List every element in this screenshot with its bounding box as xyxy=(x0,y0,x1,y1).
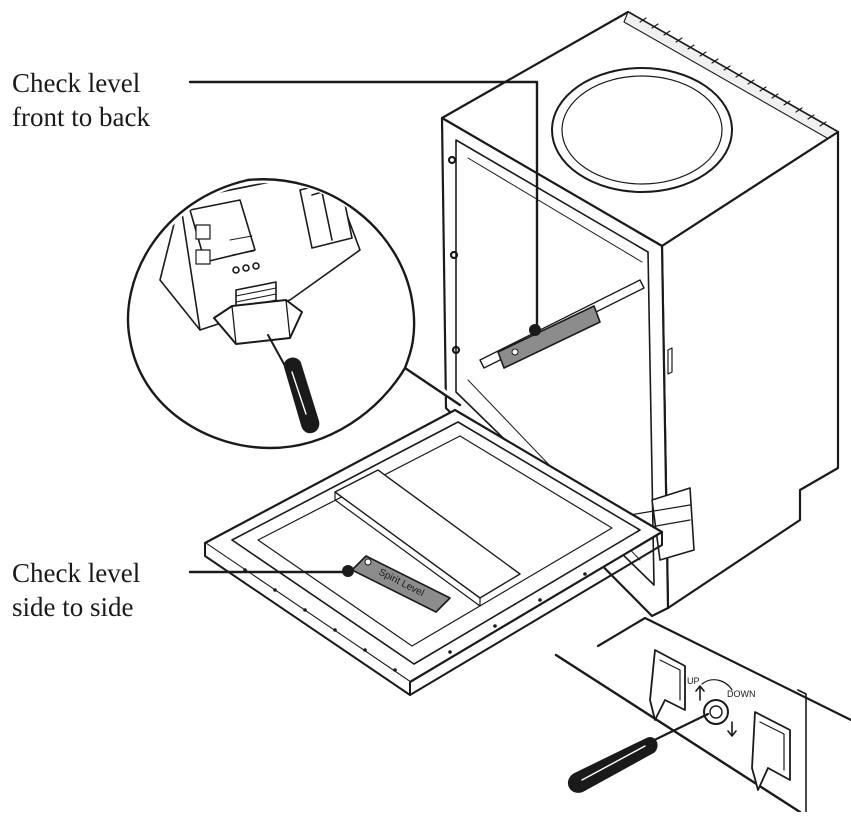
screwdriver-icon xyxy=(568,712,710,793)
callout-front-to-back-line1: Check level xyxy=(12,68,141,98)
callout-leader-lines xyxy=(188,80,539,574)
callout-side-to-side-line1: Check level xyxy=(12,558,141,588)
screwdriver-icon xyxy=(267,334,320,434)
adjuster-label-up: UP xyxy=(687,676,700,686)
callout-front-to-back-line2: front to back xyxy=(12,102,150,132)
spirit-level-front-to-back xyxy=(497,305,601,369)
callout-side-to-side: Check level side to side xyxy=(12,556,140,624)
adjust-arrows-icon xyxy=(695,679,737,737)
dishwasher-door xyxy=(203,408,664,696)
callout-side-to-side-line2: side to side xyxy=(12,592,134,622)
magnifier-circle-icon xyxy=(126,178,462,450)
leader-line-top xyxy=(188,80,539,328)
top-vent-grille xyxy=(623,11,839,143)
dishwasher-cabinet xyxy=(440,10,840,618)
adjuster-label-down: DOWN xyxy=(727,689,756,699)
level-marker-bottom xyxy=(342,565,354,577)
callout-front-to-back: Check level front to back xyxy=(12,66,150,134)
rear-adjuster-detail: UP DOWN xyxy=(554,616,851,814)
top-filter-disc xyxy=(551,67,733,193)
level-marker-top xyxy=(529,324,541,336)
